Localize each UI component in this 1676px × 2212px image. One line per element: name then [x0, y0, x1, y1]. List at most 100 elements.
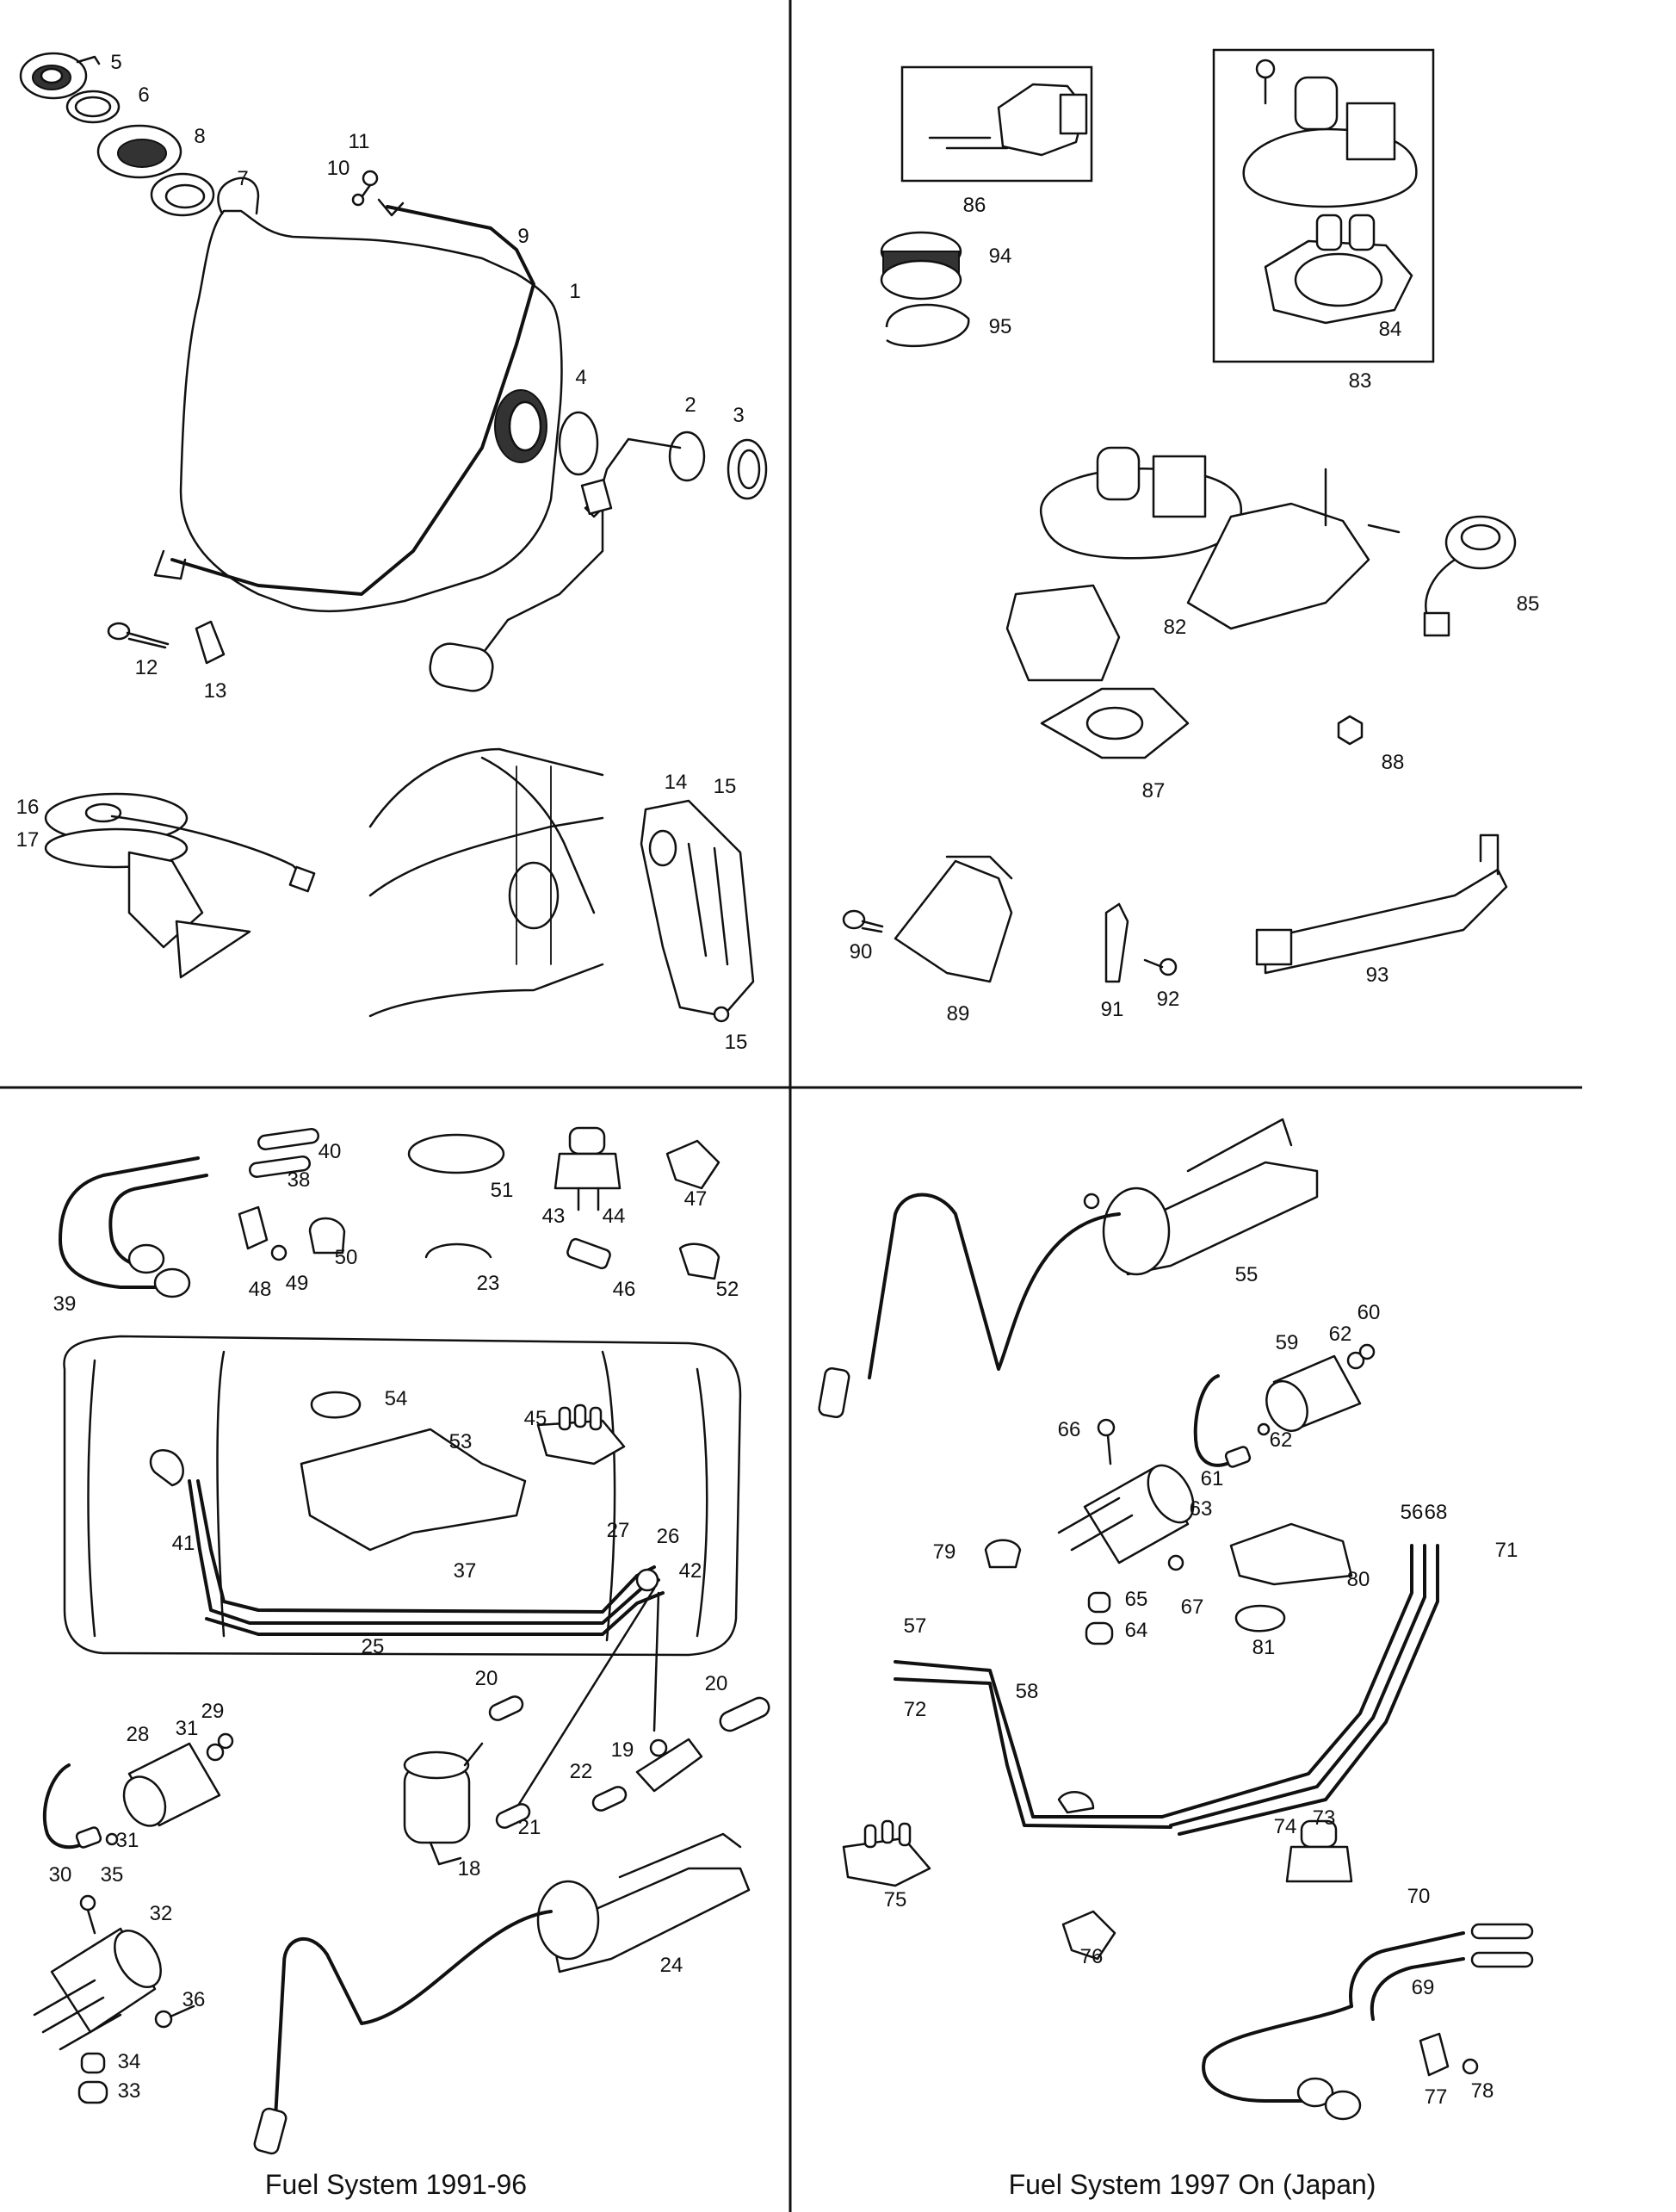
callout-8: 8	[194, 125, 205, 148]
callout-84: 84	[1379, 318, 1402, 341]
callout-1: 1	[569, 280, 580, 303]
hose-20b-part	[719, 1696, 770, 1732]
callout-22: 22	[570, 1760, 593, 1783]
bolt-90-part	[842, 909, 884, 933]
callout-15: 15	[725, 1031, 748, 1054]
callout-52: 52	[716, 1278, 739, 1301]
callout-56: 56	[1401, 1501, 1424, 1524]
connector-26-27-part	[635, 1568, 659, 1592]
callout-6: 6	[138, 84, 149, 107]
cover-53-part	[300, 1428, 527, 1552]
pipe-72-part	[894, 1677, 1172, 1829]
throttle-body-panel	[842, 48, 1517, 983]
connector-46-part	[566, 1237, 611, 1270]
callout-64: 64	[1125, 1619, 1148, 1642]
callout-80: 80	[1347, 1568, 1370, 1591]
pump-63-part	[1057, 1464, 1195, 1565]
fuel-filter-59-part	[1257, 1343, 1376, 1436]
callout-93: 93	[1366, 963, 1389, 987]
callout-69: 69	[1412, 1976, 1435, 1999]
cap-81-part	[1234, 1604, 1286, 1633]
callout-20: 20	[475, 1667, 498, 1690]
callout-31: 31	[116, 1829, 139, 1852]
fuel-tank-part	[179, 209, 563, 613]
callout-72: 72	[904, 1698, 927, 1721]
callout-38: 38	[288, 1168, 311, 1192]
callout-25: 25	[362, 1635, 385, 1658]
pump-assembly-24-part	[253, 1832, 751, 2155]
callout-67: 67	[1181, 1595, 1204, 1619]
callout-34: 34	[118, 2050, 141, 2073]
mount-64-part	[1085, 1621, 1114, 1645]
sensor-85-part	[1423, 515, 1517, 637]
union-40-part	[249, 1127, 319, 1179]
fitting-19-part	[635, 1738, 703, 1793]
callout-88: 88	[1382, 751, 1405, 774]
callout-9: 9	[517, 225, 529, 248]
fuel-system-1997-on-panel	[818, 1118, 1534, 2121]
callout-35: 35	[101, 1863, 124, 1887]
cover-80-part	[1229, 1522, 1353, 1586]
callout-87: 87	[1142, 779, 1166, 802]
grommet-47-part	[665, 1139, 720, 1190]
fuel-tank-panel	[19, 52, 768, 1023]
fuel-filter-28-part	[122, 1732, 234, 1827]
callout-47: 47	[684, 1187, 708, 1211]
callout-43: 43	[542, 1205, 566, 1228]
callout-49: 49	[286, 1272, 309, 1295]
bolt-66-part	[1097, 1418, 1116, 1465]
mount-65-part	[1087, 1591, 1111, 1614]
bracket-93-part	[1255, 833, 1508, 975]
clip-52-part	[678, 1242, 720, 1280]
box-86	[900, 65, 1093, 183]
pump-32-part	[33, 1894, 162, 2051]
clip-50-part	[308, 1217, 346, 1255]
filter-94-part	[880, 231, 962, 301]
pipe-30-part	[42, 1763, 119, 1850]
mount-34-part	[80, 2052, 106, 2074]
clip-79-part	[984, 1539, 1022, 1569]
callout-68: 68	[1425, 1501, 1448, 1524]
hose-20-part	[488, 1695, 524, 1721]
callout-19: 19	[611, 1738, 634, 1762]
callout-29: 29	[201, 1700, 225, 1723]
callout-86: 86	[963, 194, 986, 217]
pipe-25-part	[205, 1591, 665, 1636]
hose-39-part	[59, 1156, 208, 1298]
valve-73-74-part	[1285, 1819, 1353, 1883]
screw-49-part	[270, 1244, 288, 1261]
clip-91-part	[1104, 902, 1129, 983]
callout-37: 37	[454, 1559, 477, 1583]
pipe-61-part	[1193, 1374, 1252, 1468]
fuel-gauge-sender-part	[429, 431, 706, 692]
valve-43-44-part	[554, 1126, 622, 1211]
callout-89: 89	[947, 1002, 970, 1025]
callout-74: 74	[1274, 1815, 1297, 1838]
callout-15: 15	[714, 775, 737, 798]
hose-21-part	[495, 1803, 531, 1829]
connector-58-part	[1057, 1791, 1095, 1814]
callout-28: 28	[127, 1723, 150, 1746]
callout-48: 48	[249, 1278, 272, 1301]
mount-33-part	[77, 2080, 108, 2104]
callout-4: 4	[575, 366, 586, 389]
callout-36: 36	[182, 1988, 206, 2011]
clip-51-part	[407, 1133, 505, 1174]
caption-left: Fuel System 1991-96	[265, 2169, 527, 2200]
callout-20: 20	[705, 1672, 728, 1695]
nut-88-part	[1337, 715, 1364, 746]
callout-24: 24	[660, 1954, 683, 1977]
callout-58: 58	[1016, 1680, 1039, 1703]
callout-61: 61	[1201, 1467, 1224, 1490]
callout-14: 14	[665, 771, 688, 794]
callout-66: 66	[1058, 1418, 1081, 1441]
callout-16: 16	[16, 796, 40, 819]
callout-21: 21	[518, 1816, 541, 1839]
clip-77-part	[1419, 2032, 1450, 2077]
throttle-body-82-part	[1005, 446, 1401, 682]
clip-23-part	[424, 1242, 492, 1259]
callout-81: 81	[1252, 1636, 1276, 1659]
pipe-56-part	[1160, 1544, 1413, 1819]
